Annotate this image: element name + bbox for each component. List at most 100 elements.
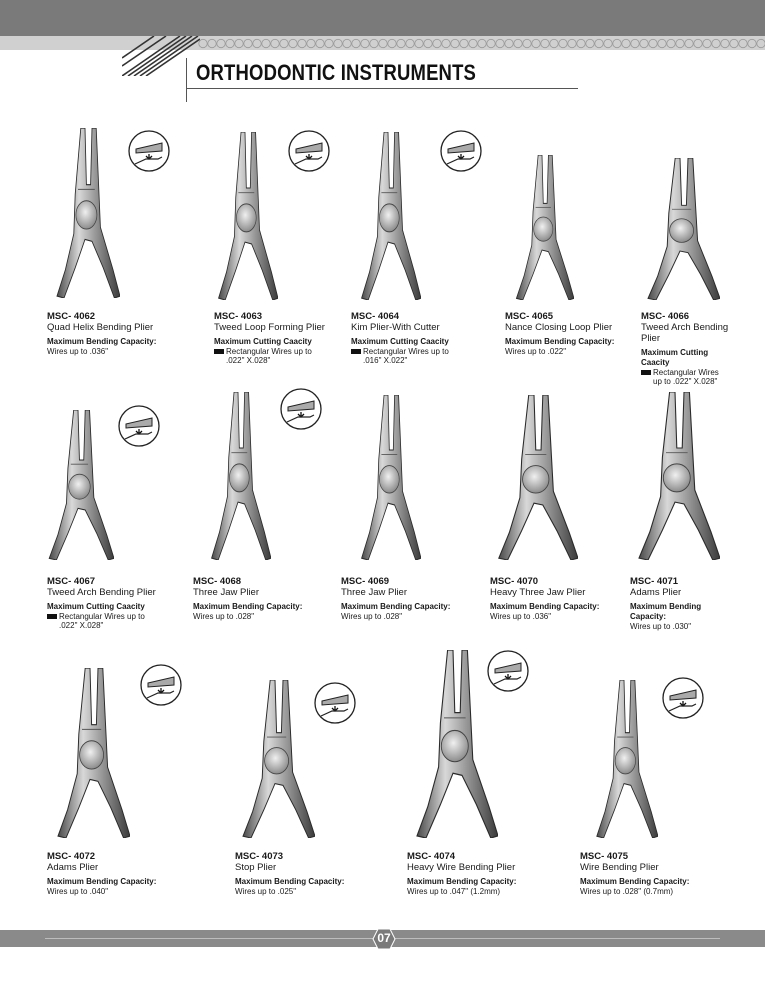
ring-mark <box>594 38 604 49</box>
capacity-text: Rectangular Wires up to <box>59 612 145 621</box>
ring-mark <box>558 38 568 49</box>
capacity-value: .022" X.028" <box>59 621 104 630</box>
wire-swatch-icon <box>351 349 361 354</box>
wire-capacity-icon <box>280 388 322 430</box>
capacity-value: Wires up to .036" <box>47 347 109 356</box>
ring-mark <box>729 38 739 49</box>
capacity-label: Maximum Bending Capacity: <box>341 602 451 611</box>
ring-mark <box>495 38 505 49</box>
ring-mark <box>360 38 370 49</box>
product-code: MSC- 4066 <box>641 311 690 322</box>
plier-image-5 <box>42 410 114 560</box>
ring-mark <box>324 38 334 49</box>
capacity-label: Maximum Bending Capacity: <box>490 602 600 611</box>
plier-image-10 <box>50 668 130 838</box>
ring-mark <box>576 38 586 49</box>
plier-image-12 <box>408 650 498 838</box>
product-code: MSC- 4062 <box>47 311 96 322</box>
capacity-value: Wires up to .028" <box>341 612 403 621</box>
product-code: MSC- 4068 <box>193 576 242 587</box>
wire-capacity-icon <box>487 650 529 692</box>
product-name: Adams Plier <box>47 862 99 873</box>
ring-mark <box>207 38 217 49</box>
capacity-label: Maximum Cutting Caacity <box>351 337 449 346</box>
ring-mark <box>639 38 649 49</box>
ring-mark <box>369 38 379 49</box>
plier-image-11 <box>235 680 315 838</box>
ring-mark <box>378 38 388 49</box>
ring-mark <box>225 38 235 49</box>
ring-mark <box>234 38 244 49</box>
capacity-value: Wires up to .040" <box>47 887 109 896</box>
ring-mark <box>414 38 424 49</box>
page-title: ORTHODONTIC INSTRUMENTS <box>196 60 477 85</box>
product-name: Tweed Arch Bending Plier <box>47 587 156 598</box>
capacity-text: Rectangular Wires <box>653 368 719 377</box>
ring-mark <box>477 38 487 49</box>
ring-mark <box>630 38 640 49</box>
wire-capacity-icon <box>662 677 704 719</box>
ring-mark <box>270 38 280 49</box>
wire-capacity-icon <box>288 130 330 172</box>
hatch-decoration <box>122 36 200 76</box>
capacity-value: .022" X.028" <box>226 356 271 365</box>
ring-mark <box>513 38 523 49</box>
ring-mark <box>441 38 451 49</box>
ring-mark <box>450 38 460 49</box>
capacity-value: Wires up to .036" <box>490 612 552 621</box>
product-name: Heavy Wire Bending Plier <box>407 862 516 873</box>
plier-image-2 <box>355 132 421 300</box>
plier-image-13 <box>590 680 658 838</box>
product-code: MSC- 4071 <box>630 576 679 587</box>
ring-mark <box>459 38 469 49</box>
capacity-label: Maximum Bending Capacity: <box>47 337 157 346</box>
wire-capacity-icon <box>314 682 356 724</box>
ring-mark <box>738 38 748 49</box>
capacity-value: Wires up to .028" (0.7mm) <box>580 887 674 896</box>
page-number: 07 <box>377 931 391 945</box>
ring-mark <box>486 38 496 49</box>
product-code: MSC- 4074 <box>407 851 456 862</box>
wire-capacity-icon <box>440 130 482 172</box>
capacity-label: Maximum Bending Capacity: <box>47 877 157 886</box>
capacity-value: .016" X.022" <box>363 356 408 365</box>
ring-mark <box>342 38 352 49</box>
ring-mark <box>549 38 559 49</box>
capacity-label: Maximum Bending Capacity: <box>630 602 702 621</box>
ring-mark <box>288 38 298 49</box>
ring-mark <box>216 38 226 49</box>
ring-mark <box>468 38 478 49</box>
plier-image-8 <box>490 395 578 560</box>
capacity-label: Maximum Bending Capacity: <box>407 877 517 886</box>
capacity-label: Maximum Bending Capacity: <box>193 602 303 611</box>
product-name: Wire Bending Plier <box>580 862 659 873</box>
plier-image-7 <box>355 395 421 560</box>
product-code: MSC- 4069 <box>341 576 390 587</box>
ring-mark <box>243 38 253 49</box>
ring-mark <box>657 38 667 49</box>
capacity-value: Rectangular Wires up to <box>351 347 481 356</box>
capacity-text: Rectangular Wires up to <box>226 347 312 356</box>
ring-mark <box>405 38 415 49</box>
ring-mark <box>720 38 730 49</box>
capacity-label: Maximum Cutting Caacity <box>214 337 312 346</box>
ring-mark <box>297 38 307 49</box>
ring-mark <box>567 38 577 49</box>
ring-mark <box>711 38 721 49</box>
capacity-value: Wires up to .022" <box>505 347 567 356</box>
capacity-value: Rectangular Wires up to <box>47 612 182 621</box>
ring-mark <box>693 38 703 49</box>
ring-mark <box>585 38 595 49</box>
plier-image-6 <box>205 392 271 560</box>
ring-mark <box>756 38 765 49</box>
ring-mark <box>432 38 442 49</box>
ring-mark <box>540 38 550 49</box>
product-code: MSC- 4063 <box>214 311 263 322</box>
capacity-label: Maximum Cutting Caacity <box>47 602 145 611</box>
